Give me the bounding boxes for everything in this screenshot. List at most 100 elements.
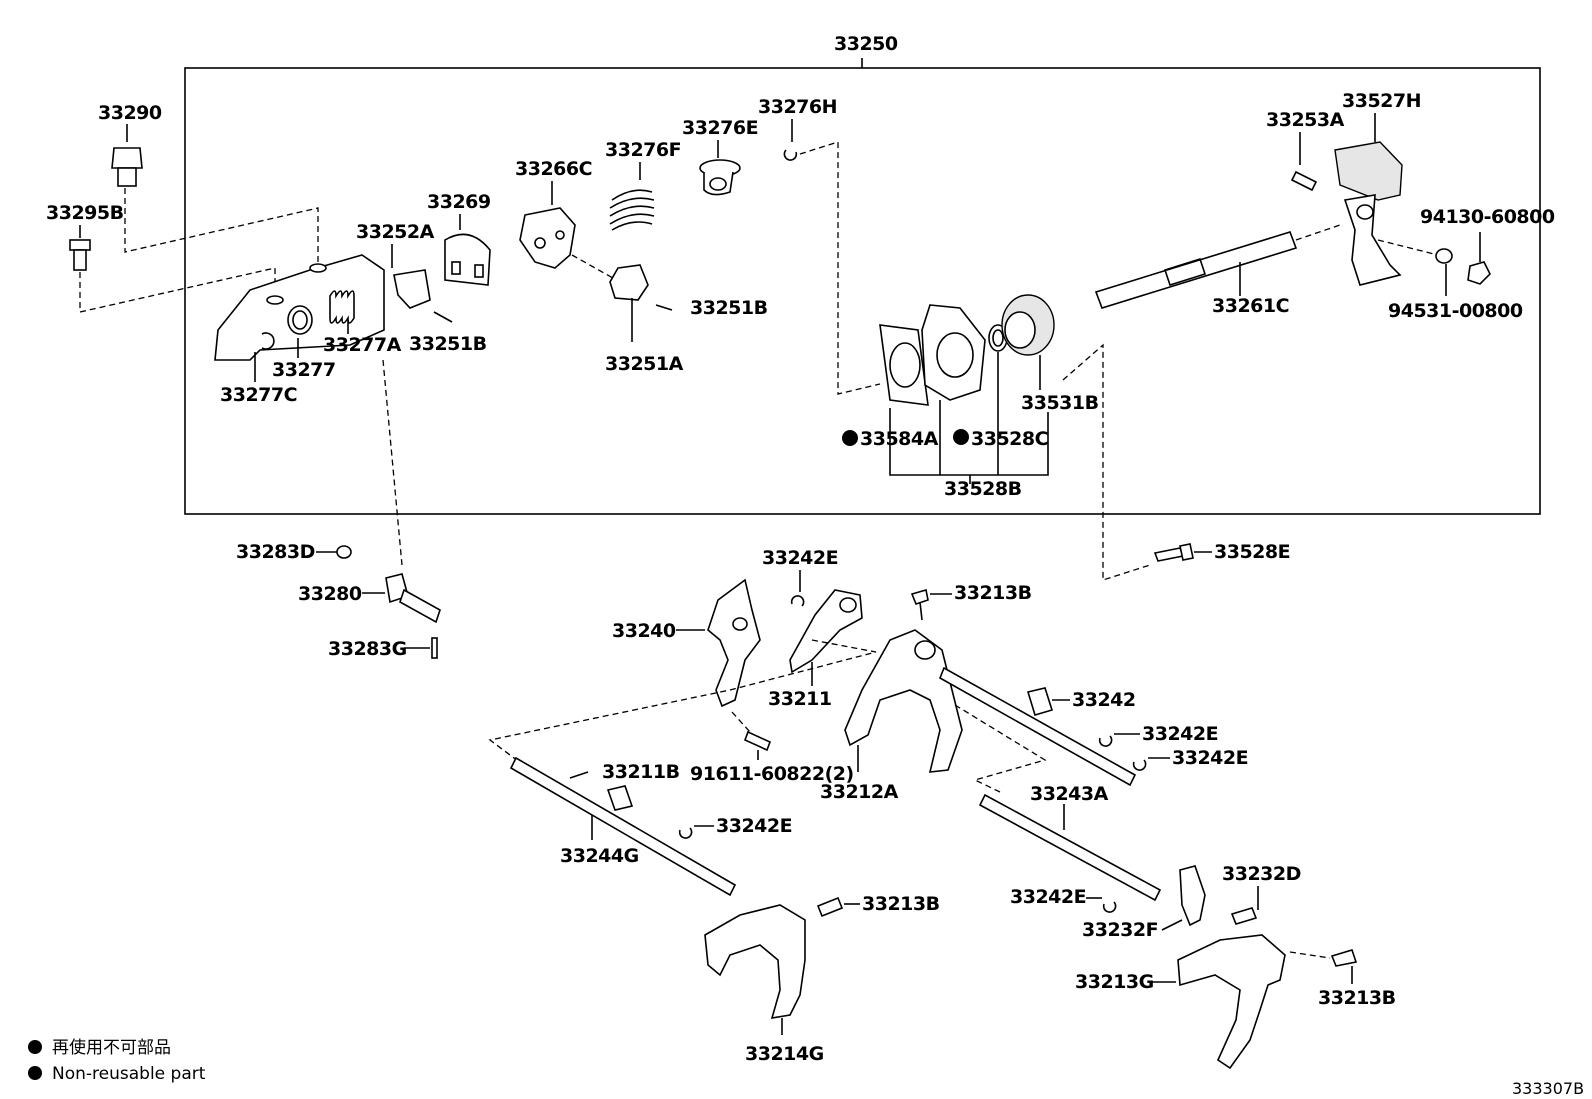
part-33528E[interactable]: 33528E <box>1153 541 1291 563</box>
part-33269[interactable]: 33269 <box>427 191 491 286</box>
svg-text:33242E: 33242E <box>1010 886 1086 908</box>
part-33211B[interactable]: 33211B <box>569 761 680 783</box>
svg-text:33527H: 33527H <box>1342 90 1421 112</box>
part-33251B-left[interactable]: 33251B <box>409 311 487 355</box>
legend-jp: 再使用不可部品 <box>52 1037 171 1058</box>
svg-text:94531-00800: 94531-00800 <box>1388 300 1523 322</box>
legend: 再使用不可部品 Non-reusable part <box>28 1037 206 1084</box>
svg-text:33213B: 33213B <box>862 893 940 915</box>
part-33277A[interactable]: 33277A <box>323 290 402 356</box>
svg-text:33243A: 33243A <box>1030 783 1109 805</box>
svg-text:33211B: 33211B <box>602 761 680 783</box>
part-33290[interactable]: 33290 <box>98 102 162 187</box>
part-33211[interactable]: 33211 <box>768 589 863 710</box>
legend-en: Non-reusable part <box>52 1064 206 1084</box>
svg-text:33283D: 33283D <box>236 541 315 563</box>
svg-text:33213G: 33213G <box>1075 971 1154 993</box>
part-33283G[interactable]: 33283G <box>328 637 438 660</box>
assembly-label: 33250 <box>834 33 898 55</box>
svg-text:33277C: 33277C <box>220 384 297 406</box>
part-33212A[interactable]: 33212A <box>820 629 963 803</box>
part-33232D[interactable]: 33232D <box>1222 863 1301 925</box>
part-33213B-top[interactable]: 33213B <box>910 582 1032 621</box>
part-91611-60822-bolt[interactable]: 91611-60822(2) <box>690 730 854 785</box>
svg-text:33232D: 33232D <box>1222 863 1301 885</box>
part-33261C[interactable]: 33261C <box>1094 231 1298 317</box>
svg-text:33261C: 33261C <box>1212 295 1289 317</box>
part-33528-retainer[interactable] <box>921 304 986 401</box>
svg-text:33214G: 33214G <box>745 1043 824 1065</box>
legend-bullet-jp <box>28 1040 42 1054</box>
part-33283D[interactable]: 33283D <box>236 541 352 563</box>
svg-text:33242E: 33242E <box>716 815 792 837</box>
part-33214G[interactable]: 33214G <box>704 904 824 1065</box>
svg-text:33280: 33280 <box>298 583 362 605</box>
label-33584A[interactable]: 33584A <box>860 428 939 450</box>
part-33251B-right[interactable]: 33251B <box>655 297 768 319</box>
part-94130-60800-nut[interactable]: 94130-60800 <box>1420 206 1555 285</box>
non-reusable-marker-33528C <box>953 429 969 445</box>
svg-text:33277: 33277 <box>272 359 336 381</box>
svg-text:33276F: 33276F <box>605 139 681 161</box>
svg-text:33251B: 33251B <box>690 297 768 319</box>
part-33527H[interactable]: 33527H <box>1334 90 1422 286</box>
part-33242E-right-1[interactable]: 33242E <box>1098 723 1219 747</box>
svg-text:33213B: 33213B <box>954 582 1032 604</box>
svg-text:33242: 33242 <box>1072 689 1136 711</box>
svg-text:33251B: 33251B <box>409 333 487 355</box>
label-33528B[interactable]: 33528B <box>944 478 1022 500</box>
svg-text:33531B: 33531B <box>1021 392 1099 414</box>
part-33243A[interactable]: 33243A <box>978 783 1162 902</box>
svg-text:33276E: 33276E <box>682 117 758 139</box>
svg-text:33269: 33269 <box>427 191 491 213</box>
part-94531-00800-washer[interactable]: 94531-00800 <box>1388 248 1523 322</box>
part-33213B-low[interactable]: 33213B <box>1318 949 1396 1009</box>
part-33240[interactable]: 33240 <box>612 578 761 708</box>
svg-text:33244G: 33244G <box>560 845 639 867</box>
svg-text:33266C: 33266C <box>515 158 592 180</box>
svg-text:33277A: 33277A <box>323 334 402 356</box>
svg-text:91611-60822(2): 91611-60822(2) <box>690 763 854 785</box>
label-33528C[interactable]: 33528C <box>971 428 1049 450</box>
part-33295B[interactable]: 33295B <box>46 202 124 271</box>
part-33584A-gasket[interactable] <box>879 324 929 406</box>
svg-text:33283G: 33283G <box>328 638 407 660</box>
svg-text:94130-60800: 94130-60800 <box>1420 206 1555 228</box>
part-33242[interactable]: 33242 <box>938 666 1136 787</box>
part-33266C[interactable]: 33266C <box>515 158 593 269</box>
part-33251A[interactable]: 33251A <box>605 264 684 375</box>
diagram-code: 333307B <box>1512 1079 1584 1098</box>
part-33242E-right-2[interactable]: 33242E <box>1132 747 1249 771</box>
svg-text:33242E: 33242E <box>1142 723 1218 745</box>
svg-text:33276H: 33276H <box>758 96 837 118</box>
svg-text:33290: 33290 <box>98 102 162 124</box>
part-33232F[interactable]: 33232F <box>1082 865 1206 941</box>
part-33277C[interactable]: 33277C <box>220 332 298 406</box>
svg-text:33240: 33240 <box>612 620 676 642</box>
part-33280[interactable]: 33280 <box>298 573 441 624</box>
part-33252A[interactable]: 33252A <box>356 221 435 309</box>
part-33277[interactable]: 33277 <box>272 305 336 381</box>
svg-text:33528E: 33528E <box>1214 541 1290 563</box>
part-33242E-mid[interactable]: 33242E <box>678 815 793 839</box>
svg-text:33253A: 33253A <box>1266 109 1345 131</box>
svg-text:33212A: 33212A <box>820 781 899 803</box>
part-33242E-top[interactable]: 33242E <box>762 547 839 607</box>
part-33531B-boot[interactable]: 33531B <box>1001 294 1099 414</box>
svg-text:33232F: 33232F <box>1082 919 1158 941</box>
svg-text:33242E: 33242E <box>1172 747 1248 769</box>
part-33242E-low[interactable]: 33242E <box>1010 886 1117 913</box>
part-33244G[interactable]: 33244G <box>509 756 737 897</box>
part-33276F[interactable]: 33276F <box>605 139 682 231</box>
part-33213G[interactable]: 33213G <box>1075 934 1286 1070</box>
svg-text:33211: 33211 <box>768 688 832 710</box>
part-33213B-mid[interactable]: 33213B <box>816 893 940 918</box>
svg-text:33295B: 33295B <box>46 202 124 224</box>
svg-text:33213B: 33213B <box>1318 987 1396 1009</box>
part-33276E[interactable]: 33276E <box>682 117 759 196</box>
non-reusable-marker-33584A <box>842 430 858 446</box>
part-33276H[interactable]: 33276H <box>758 96 838 161</box>
part-33253A[interactable]: 33253A <box>1266 109 1345 192</box>
svg-text:33252A: 33252A <box>356 221 435 243</box>
